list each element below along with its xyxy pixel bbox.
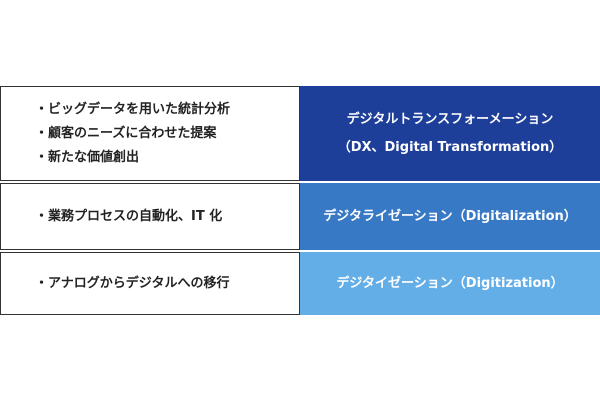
digitization-description-box: ・アナログからデジタルへの移行 bbox=[0, 252, 300, 315]
bullet-item: ・ビッグデータを用いた統計分析 bbox=[35, 101, 231, 117]
dx-stage-diagram: ・ビッグデータを用いた統計分析 ・顧客のニーズに合わせた提案 ・新たな価値創出 … bbox=[0, 86, 600, 315]
bullet-item: ・顧客のニーズに合わせた提案 bbox=[35, 125, 217, 141]
bullet-item: ・業務プロセスの自動化、IT 化 bbox=[35, 208, 223, 224]
digitalization-description-box: ・業務プロセスの自動化、IT 化 bbox=[0, 183, 300, 250]
digitization-label-box: デジタイゼーション（Digitization） bbox=[300, 252, 600, 315]
dx-label-box: デジタルトランスフォーメーション （DX、Digital Transformat… bbox=[300, 86, 600, 181]
digitalization-label: デジタライゼーション（Digitalization） bbox=[323, 208, 577, 224]
digitalization-label-box: デジタライゼーション（Digitalization） bbox=[300, 183, 600, 250]
bullet-item: ・新たな価値創出 bbox=[35, 149, 140, 165]
dx-label: デジタルトランスフォーメーション bbox=[346, 111, 554, 127]
row-digitalization: ・業務プロセスの自動化、IT 化 デジタライゼーション（Digitalizati… bbox=[0, 183, 600, 250]
row-dx: ・ビッグデータを用いた統計分析 ・顧客のニーズに合わせた提案 ・新たな価値創出 … bbox=[0, 86, 600, 181]
dx-description-box: ・ビッグデータを用いた統計分析 ・顧客のニーズに合わせた提案 ・新たな価値創出 bbox=[0, 86, 300, 181]
bullet-item: ・アナログからデジタルへの移行 bbox=[35, 275, 230, 291]
row-digitization: ・アナログからデジタルへの移行 デジタイゼーション（Digitization） bbox=[0, 252, 600, 315]
dx-label-english: （DX、Digital Transformation） bbox=[337, 139, 563, 155]
digitization-label: デジタイゼーション（Digitization） bbox=[336, 275, 564, 291]
